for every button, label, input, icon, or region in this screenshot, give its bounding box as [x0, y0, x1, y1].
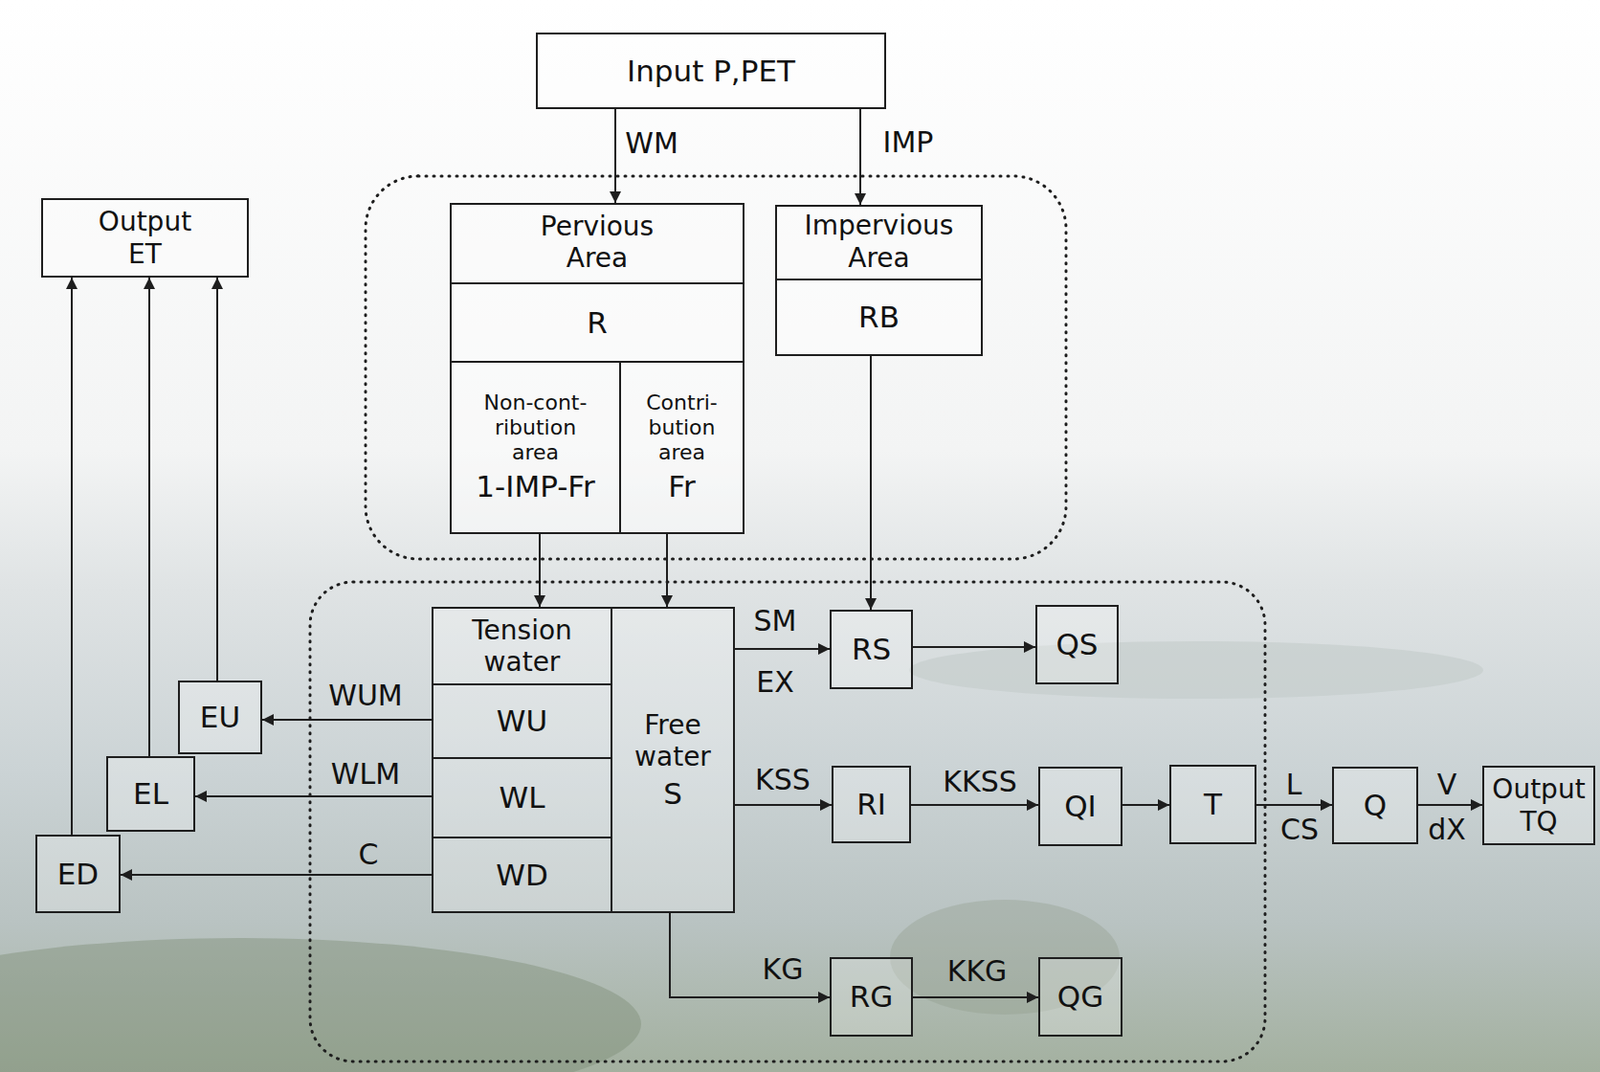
- process-box: RG: [829, 956, 913, 1037]
- flow-arrow: [666, 533, 668, 607]
- flow-arrow: [148, 277, 151, 756]
- box-label: Output ET: [92, 205, 199, 269]
- flow-arrow: [1256, 803, 1333, 806]
- box-label: RB: [858, 299, 900, 335]
- box-label: RG: [849, 978, 894, 1015]
- parameter-label: EX: [755, 666, 795, 698]
- parameter-label: WM: [624, 127, 679, 159]
- parameter-label: L: [1286, 768, 1303, 800]
- process-box: R: [449, 282, 745, 363]
- parameter-label: SM: [754, 604, 798, 637]
- flow-arrow: [911, 803, 1039, 806]
- process-box: Free waterS: [610, 606, 735, 913]
- box-label: RI: [856, 786, 887, 823]
- flow-arrow: [216, 277, 219, 681]
- process-box: T: [1169, 764, 1257, 845]
- process-box: Output ET: [41, 198, 249, 278]
- parameter-label: dX: [1427, 813, 1467, 845]
- process-box: QG: [1038, 956, 1123, 1037]
- box-label: EU: [200, 699, 241, 735]
- process-box: ED: [35, 834, 121, 913]
- parameter-label: WUM: [328, 679, 403, 712]
- parameter-label: IMP: [883, 126, 934, 158]
- box-label: T: [1203, 786, 1223, 823]
- parameter-label: C: [358, 838, 379, 870]
- box-label: QS: [1055, 626, 1098, 663]
- flow-arrow: [538, 533, 541, 607]
- box-label: WL: [499, 779, 546, 816]
- box-label: Tension water: [441, 614, 604, 678]
- flow-arrow: [120, 873, 432, 876]
- box-label: Non-cont- ribution area: [478, 390, 594, 466]
- box-label: Output TQ: [1490, 773, 1587, 837]
- area-container: Impervious AreaRB: [775, 204, 983, 356]
- box-label: Q: [1363, 787, 1387, 823]
- flow-arrow: [734, 803, 832, 806]
- parameter-label: V: [1437, 768, 1458, 800]
- parameter-label: KKG: [947, 955, 1008, 987]
- process-box: RB: [775, 278, 983, 356]
- parameter-label: KKSS: [942, 765, 1017, 798]
- parameter-label: WLM: [331, 757, 400, 790]
- flow-arrow: [912, 645, 1036, 648]
- box-label: 1-IMP-Fr: [475, 468, 595, 505]
- parameter-label: KSS: [755, 763, 811, 796]
- process-box: QS: [1035, 604, 1119, 685]
- box-label: EL: [133, 776, 169, 812]
- process-box: Q: [1332, 766, 1419, 845]
- parameter-label: KG: [762, 953, 804, 985]
- area-container: Pervious AreaR Non-cont- ribution area1-I…: [449, 202, 745, 534]
- box-label: Input P,PET: [626, 53, 796, 89]
- process-box: Input P,PET: [535, 32, 887, 110]
- process-box: Output TQ: [1482, 765, 1596, 845]
- box-label: WU: [496, 703, 548, 739]
- box-label: WD: [495, 857, 549, 893]
- process-box: EU: [177, 680, 263, 755]
- process-box: QI: [1038, 766, 1123, 846]
- flow-arrow: [614, 109, 617, 203]
- flow-arrow: [70, 277, 73, 835]
- process-box: RS: [829, 609, 913, 689]
- process-box: Non-cont- ribution area1-IMP-Fr: [449, 360, 622, 534]
- process-box: RI: [831, 765, 912, 844]
- box-label: Pervious Area: [520, 210, 674, 274]
- parameter-label: CS: [1280, 813, 1319, 845]
- box-label: QI: [1064, 788, 1097, 824]
- flow-arrow: [734, 647, 830, 650]
- box-label: Fr: [667, 468, 695, 505]
- process-box: WU: [431, 683, 613, 759]
- flow-arrow: [869, 355, 872, 610]
- flow-arrow: [262, 718, 432, 721]
- box-label: ED: [57, 856, 99, 892]
- area-header: Pervious Area: [451, 204, 743, 280]
- box-label: Free water: [620, 709, 726, 773]
- flow-arrow: [1122, 803, 1170, 806]
- process-box: WD: [431, 836, 613, 913]
- box-label: Contri- bution area: [629, 390, 735, 466]
- process-box: WL: [431, 756, 613, 839]
- box-label: S: [663, 776, 683, 812]
- flow-arrow: [669, 912, 830, 998]
- flow-arrow: [859, 109, 862, 205]
- flow-arrow: [912, 996, 1039, 999]
- flow-arrow: [1418, 803, 1483, 806]
- box-label: QG: [1057, 978, 1104, 1015]
- process-box: Tension water: [431, 606, 613, 686]
- process-box: Contri- bution areaFr: [619, 360, 745, 534]
- box-label: Impervious Area: [788, 209, 971, 273]
- flow-arrow: [195, 795, 432, 798]
- box-label: RS: [851, 631, 891, 667]
- area-header: Impervious Area: [777, 206, 981, 277]
- process-box: EL: [106, 755, 196, 832]
- box-label: R: [586, 305, 608, 341]
